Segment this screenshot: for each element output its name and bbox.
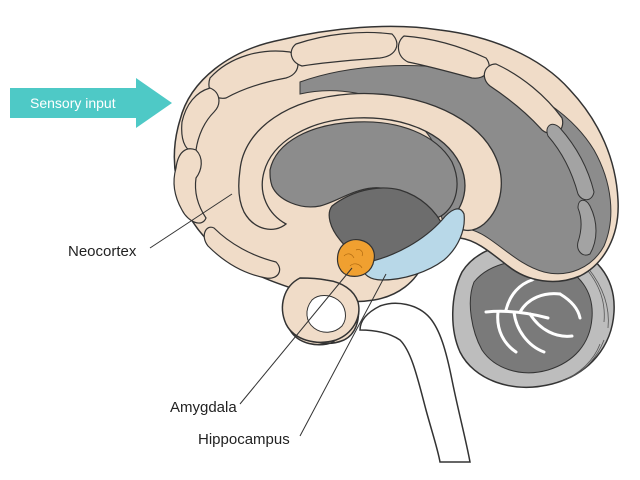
gray-gyri [546,123,597,256]
amygdala [336,239,375,277]
sensory-input-label: Sensory input [30,95,116,111]
corpus-callosum [238,92,502,231]
amygdala-leader [239,267,353,405]
brainstem [359,302,471,463]
hippocampus-label: Hippocampus [198,431,290,448]
gyri [173,31,564,279]
neocortex-label: Neocortex [68,243,137,260]
hippocampus-leader [299,273,387,437]
neocortex-leader [149,193,233,249]
sensory-input-arrow: Sensory input [10,78,172,128]
amygdala-texture [343,249,363,269]
amygdala-label: Amygdala [170,399,237,416]
arrow-shape [10,78,172,128]
temporal-white [306,295,346,333]
cerebellum-ridges [559,261,609,383]
